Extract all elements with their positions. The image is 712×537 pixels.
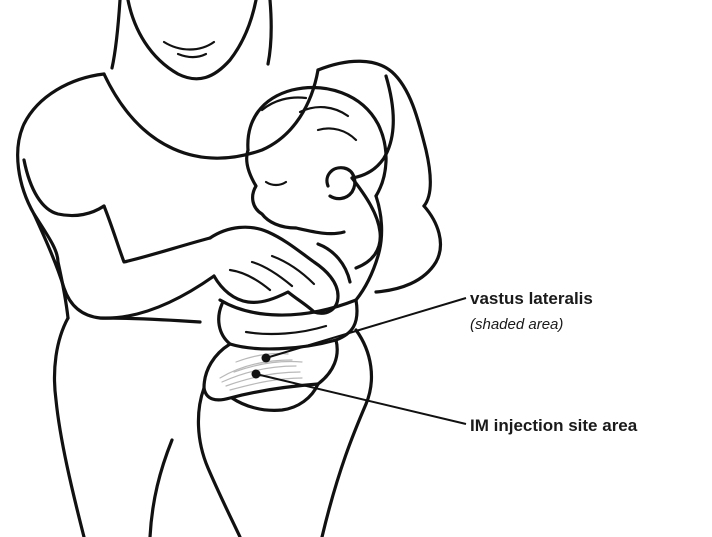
infant-thigh-outer	[204, 344, 318, 400]
vastus-lateralis-label: vastus lateralis	[470, 289, 593, 309]
infant-hair-2	[300, 107, 348, 116]
adult-neck-left	[112, 0, 120, 68]
adult-left-fingers-base	[214, 276, 314, 312]
infant-eye	[266, 182, 286, 185]
adult-finger-line-1	[230, 270, 270, 290]
adult-right-leg	[322, 330, 371, 537]
adult-left-leg-outer	[55, 318, 85, 537]
adult-finger-line-3	[272, 256, 314, 284]
infant-arm	[318, 244, 350, 282]
adult-right-arm	[376, 206, 440, 292]
adult-left-shoulder	[18, 74, 104, 262]
infant-hair-3	[318, 128, 356, 140]
infant-lower-leg	[198, 388, 240, 537]
vastus-lateralis-shading	[220, 353, 302, 390]
adult-inner-leg	[150, 440, 172, 537]
infant-diaper-fold	[246, 326, 326, 334]
infant-chin-neck	[296, 228, 344, 234]
adult-right-shoulder	[318, 61, 430, 206]
adult-left-sleeve	[24, 160, 104, 216]
adult-neckline	[104, 70, 318, 158]
infant-thigh-end	[318, 340, 337, 384]
im-injection-site-label: IM injection site area	[470, 416, 637, 436]
adult-mouth	[164, 42, 214, 50]
infant-ear	[327, 168, 355, 199]
adult-figure	[18, 0, 441, 537]
adult-neck-right	[268, 0, 271, 64]
adult-left-arm-lower	[34, 214, 214, 318]
adult-chin	[128, 0, 256, 79]
adult-lower-lip	[178, 54, 206, 57]
adult-torso-left	[58, 262, 68, 318]
infant-head-top	[248, 88, 386, 196]
adult-left-arm-upper	[104, 206, 210, 262]
infant-figure	[198, 88, 386, 537]
infant-face-profile	[247, 150, 296, 228]
adult-right-forearm	[352, 178, 380, 268]
adult-lap-line	[100, 318, 200, 322]
vastus-lateralis-note: (shaded area)	[470, 316, 563, 333]
